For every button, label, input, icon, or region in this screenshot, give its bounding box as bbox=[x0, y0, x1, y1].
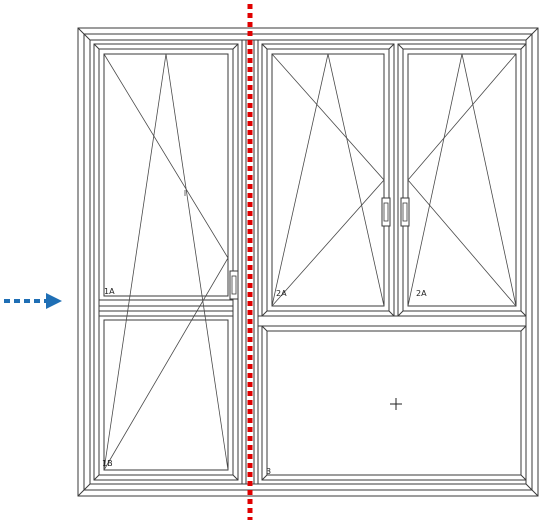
label-1a: 1A bbox=[104, 287, 115, 296]
label-3: 3 bbox=[266, 467, 271, 476]
sash-right-top-right bbox=[397, 43, 527, 317]
plus-icon bbox=[390, 398, 402, 410]
label-2a: 2A bbox=[416, 289, 427, 298]
sash-right-top-left bbox=[261, 43, 395, 317]
right-transom bbox=[257, 315, 527, 327]
outer-frame bbox=[77, 27, 539, 497]
fixed-panel-3 bbox=[261, 325, 527, 481]
label-2a-left: 2A bbox=[276, 289, 287, 298]
handle-icon[interactable] bbox=[229, 270, 239, 300]
handle-icon[interactable] bbox=[381, 197, 391, 227]
door-sash-left bbox=[93, 43, 239, 481]
label-1b: 1B bbox=[102, 459, 113, 468]
handle-icon[interactable] bbox=[400, 197, 410, 227]
arrow-right-icon bbox=[4, 293, 62, 309]
